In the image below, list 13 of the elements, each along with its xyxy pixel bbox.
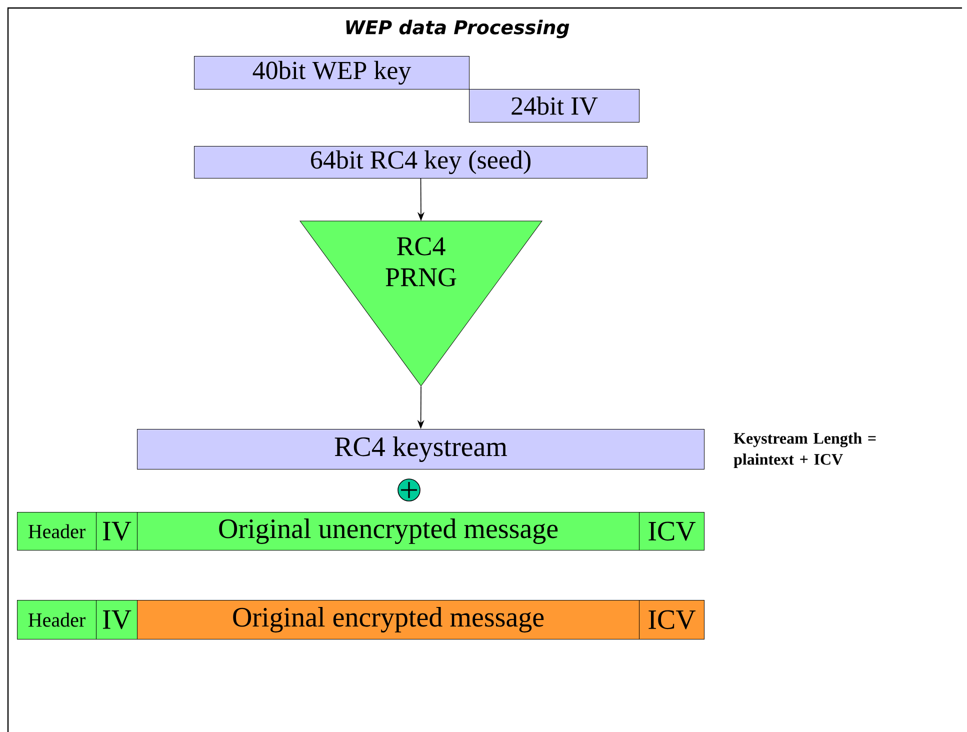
prng-triangle: RC4 PRNG bbox=[300, 220, 542, 386]
key-box: 64bit RC4 key (seed) bbox=[194, 146, 648, 178]
iv-cell: IV bbox=[96, 512, 138, 550]
icv-cell: ICV bbox=[639, 512, 704, 550]
header-cell: Header bbox=[17, 512, 96, 550]
title: WEP data Processing bbox=[346, 20, 570, 38]
note: Keystream Length = plaintext + ICV bbox=[734, 432, 876, 468]
header-cell: Header bbox=[17, 600, 96, 640]
keystream-box: RC4 keystream bbox=[137, 429, 704, 470]
key-box: 40bit WEP key bbox=[194, 56, 470, 90]
iv-cell: IV bbox=[96, 600, 138, 640]
key-box: 24bit IV bbox=[469, 89, 640, 122]
icv-cell: ICV bbox=[639, 600, 704, 640]
